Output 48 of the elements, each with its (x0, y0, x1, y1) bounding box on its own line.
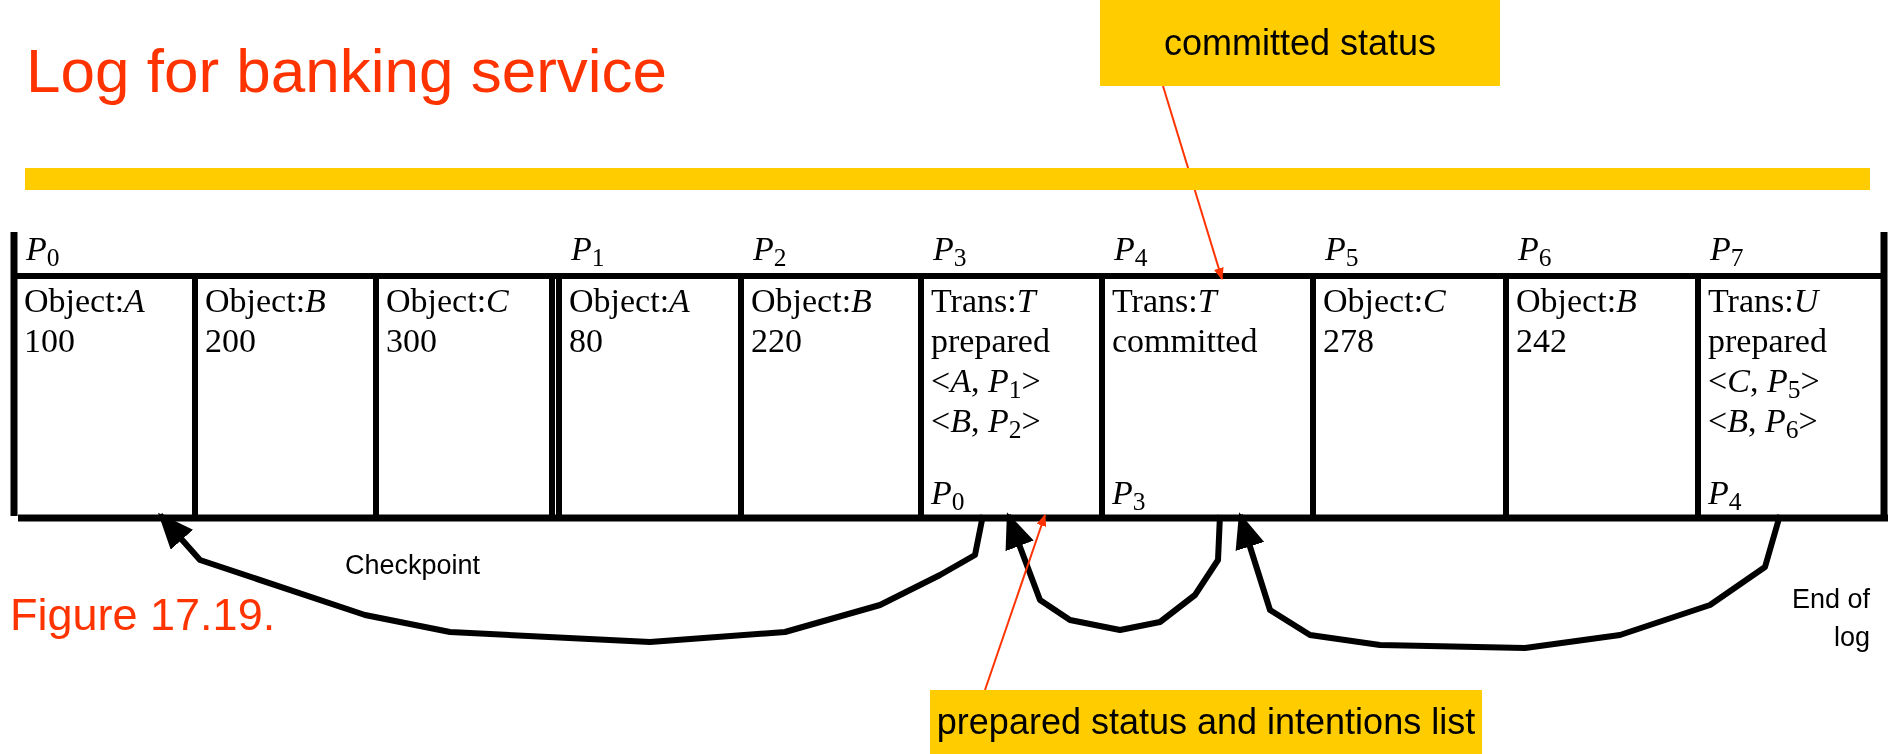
callout-text: committed status (1163, 25, 1437, 61)
checkpoint-label: Checkpoint (345, 552, 481, 579)
callout-text: prepared status and intentions list (936, 704, 1476, 740)
cell-text: 220 (751, 321, 803, 361)
end-of-log-label: End of log (1790, 583, 1870, 654)
cell-text: P$_{3}$ (1112, 473, 1147, 513)
cell-text: <C, P$_{5}$> (1708, 361, 1821, 401)
callout-box (1100, 0, 1500, 86)
cell-text: Object:B (1516, 281, 1638, 321)
caption: Figure 17.19. (10, 592, 276, 637)
cell-text: 242 (1516, 321, 1568, 361)
page-label: P$_{3}$ (933, 232, 967, 266)
pointer-arrow (1235, 512, 1783, 651)
cell-text: Object:C (386, 281, 510, 321)
pointer-arrow (1005, 512, 1223, 633)
leader-line (1162, 85, 1224, 280)
page-label: P$_{5}$ (1325, 232, 1359, 266)
cell-text: <A, P$_{1}$> (931, 361, 1042, 401)
page-label: P$_{4}$ (1114, 232, 1148, 266)
pointer-arrow (157, 512, 986, 645)
cell-text: 278 (1323, 321, 1375, 361)
cell-text: Trans:U (1708, 281, 1821, 321)
cell-text: Object:B (205, 281, 327, 321)
cell-text: 100 (24, 321, 76, 361)
cell-text: P$_{0}$ (931, 473, 966, 513)
bar-shape (25, 168, 1870, 190)
page-label: P$_{7}$ (1710, 232, 1744, 266)
cell-text: P$_{4}$ (1708, 473, 1743, 513)
cell-text: Trans:T (1112, 281, 1220, 321)
cell-text: Object:C (1323, 281, 1447, 321)
leader-line (984, 514, 1047, 691)
cell-text: Object:A (569, 281, 691, 321)
cell-text: 80 (569, 321, 604, 361)
cell-text: prepared (1708, 321, 1828, 361)
cell-text: <B, P$_{2}$> (931, 401, 1042, 441)
cell-text: Object:B (751, 281, 873, 321)
page-label: P$_{6}$ (1518, 232, 1552, 266)
page-label: P$_{1}$ (571, 232, 605, 266)
page-label: P$_{0}$ (26, 232, 60, 266)
cell-text: prepared (931, 321, 1051, 361)
cell-text: committed (1112, 321, 1259, 361)
page-label: P$_{2}$ (753, 232, 787, 266)
cell-text: Object:A (24, 281, 146, 321)
cell-text: 200 (205, 321, 257, 361)
cell-text: 300 (386, 321, 438, 361)
callout-box (930, 690, 1482, 754)
cell-text: <B, P$_{6}$> (1708, 401, 1819, 441)
cell-text: Trans:T (931, 281, 1039, 321)
